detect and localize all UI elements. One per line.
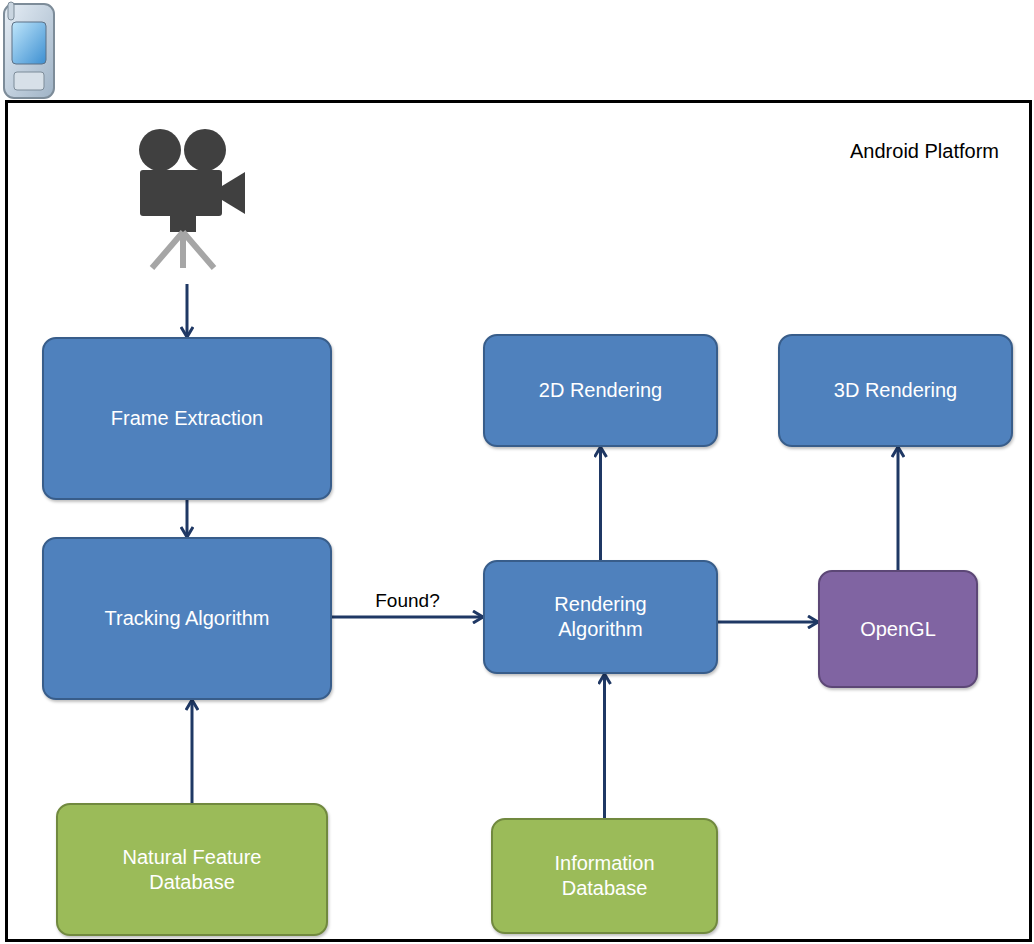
database-box: Natural Feature Database [56,803,328,936]
flow-arrow [332,616,483,619]
library-box: OpenGL [818,570,978,688]
process-box: Rendering Algorithm [483,560,718,674]
flow-arrow [191,700,194,803]
platform-frame: Frame Extraction 2D Rendering 3D Rendering… [5,100,1032,942]
node-label: 2D Rendering [539,378,662,403]
flow-arrow [603,674,606,818]
node-label: OpenGL [860,617,936,642]
node-label: Natural Feature Database [107,845,277,895]
flow-arrow [599,447,602,560]
phone-antenna [8,2,14,20]
platform-label: Android Platform [850,139,999,164]
process-box: 3D Rendering [778,334,1013,447]
camera-icon [139,129,245,268]
flow-arrow [186,500,189,537]
node-label: Rendering Algorithm [536,592,666,642]
camera-mount [170,216,196,232]
camera-feed-arrow [186,284,189,337]
camera-body [140,170,222,216]
camera-reel [139,129,181,171]
tripod-legs [152,232,214,268]
node-label: Frame Extraction [111,406,263,431]
node-label: Information Database [530,851,680,901]
phone-screen [12,22,46,64]
database-box: Information Database [491,818,718,934]
flow-arrow [897,447,900,570]
camera-lens [222,172,245,214]
node-label: 3D Rendering [834,378,957,403]
process-box: Tracking Algorithm [42,537,332,700]
process-box: Frame Extraction [42,337,332,500]
edge-label: Found? [373,590,441,612]
phone-icon [4,2,54,98]
node-label: Tracking Algorithm [105,606,270,631]
camera-reel [184,129,226,171]
process-box: 2D Rendering [483,334,718,447]
flow-arrow [718,621,818,624]
phone-keypad [14,72,44,90]
